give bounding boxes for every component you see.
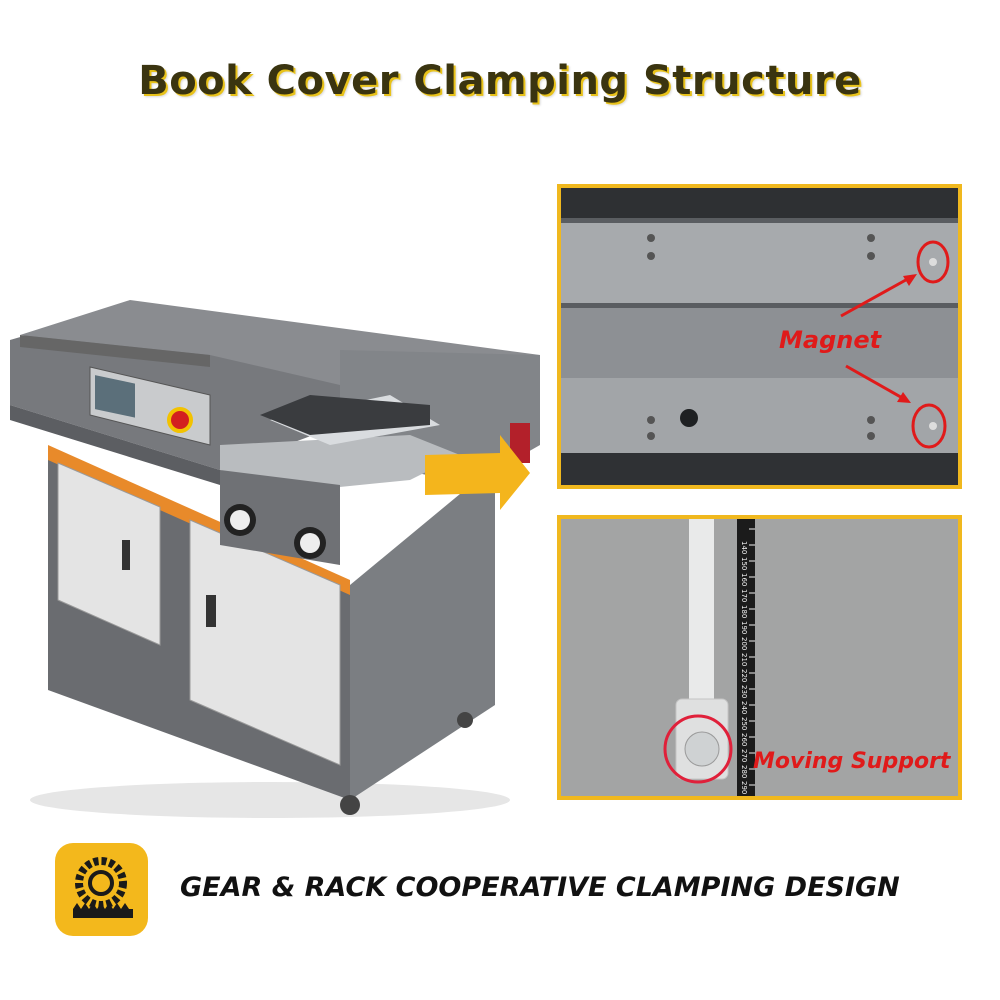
ruler-mark: 210 [740, 653, 748, 666]
moving-support-detail-panel: 140 150 160 170 180 190 200 210 220 230 240 250 260 2… [557, 515, 962, 800]
moving-support-label: Moving Support [753, 749, 951, 774]
ruler-mark: 140 [740, 541, 748, 554]
magnet-detail-panel: Magnet [557, 184, 962, 489]
ruler-mark: 240 [740, 701, 748, 714]
ruler-mark: 200 [740, 637, 748, 650]
ruler-mark: 260 [740, 733, 748, 746]
magnet-highlight-bottom [911, 403, 947, 449]
ruler-mark: 190 [740, 621, 748, 634]
ruler-mark: 270 [740, 749, 748, 762]
page-title: Book Cover Clamping Structure [138, 58, 862, 104]
ruler-mark: 180 [740, 605, 748, 618]
gear-rack-icon [55, 843, 148, 936]
ruler-mark: 230 [740, 685, 748, 698]
ruler-mark: 250 [740, 717, 748, 730]
ruler-mark: 160 [740, 573, 748, 586]
magnet-highlight-top [916, 240, 950, 284]
ruler-mark: 150 [740, 557, 748, 570]
moving-support-highlight [663, 714, 733, 784]
binding-machine-image [10, 295, 555, 825]
feature-caption: GEAR & RACK COOPERATIVE CLAMPING DESIGN [180, 872, 900, 903]
ruler-scale: 140 150 160 170 180 190 200 210 220 230 240 250 260 2… [740, 528, 755, 794]
ruler-mark: 290 [740, 781, 748, 794]
ruler-mark: 220 [740, 669, 748, 682]
ruler-mark: 280 [740, 765, 748, 778]
magnet-label: Magnet [779, 326, 882, 354]
ruler-mark: 170 [740, 589, 748, 602]
